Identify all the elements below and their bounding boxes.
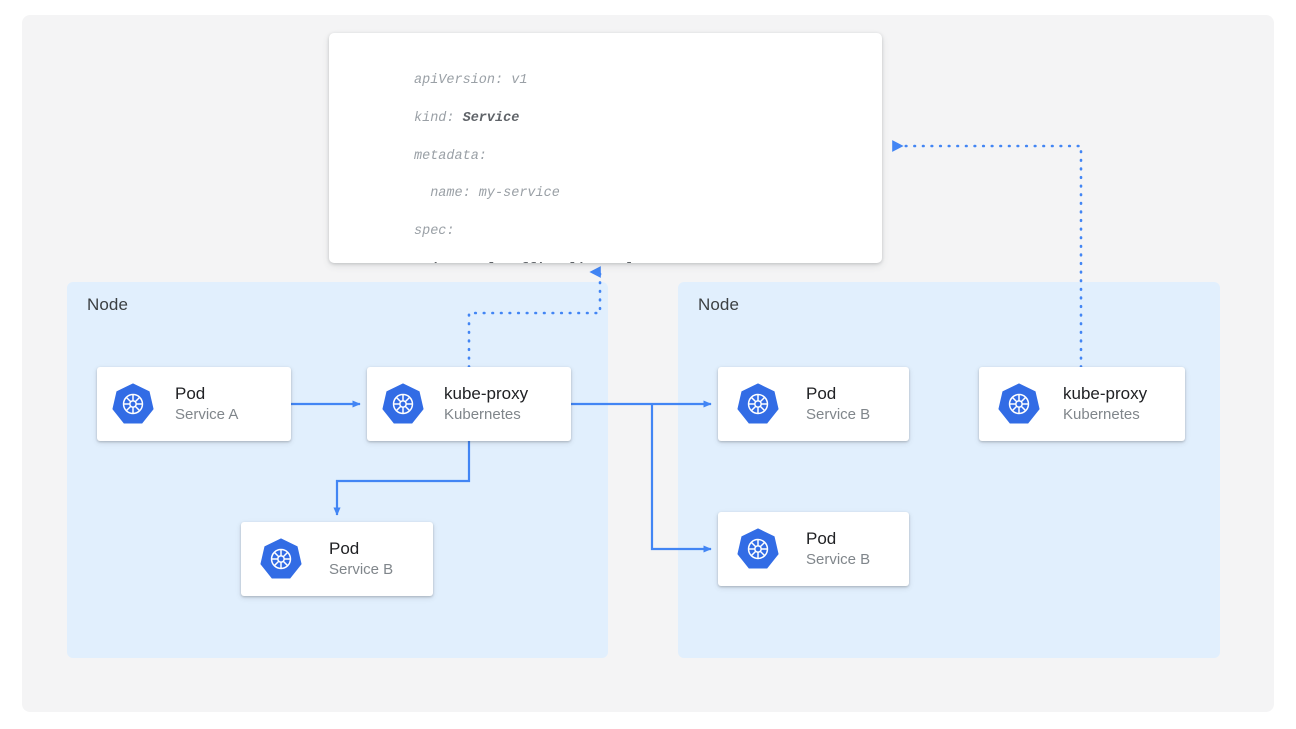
card-title: Pod (806, 529, 837, 548)
yaml-line-metadata: metadata: (414, 148, 487, 164)
kubernetes-logo-icon (382, 383, 424, 424)
node-label-left: Node (87, 295, 129, 314)
card-pod-service-b-remote-lower[interactable]: Pod Service B (718, 512, 909, 586)
kubernetes-logo-icon (737, 383, 779, 424)
kubernetes-logo-icon (998, 383, 1040, 424)
card-title: Pod (806, 384, 837, 403)
card-title: kube-proxy (1063, 384, 1148, 403)
card-title: Pod (329, 539, 360, 558)
card-subtitle: Service B (806, 406, 871, 424)
card-subtitle: Service B (806, 551, 871, 569)
card-title: kube-proxy (444, 384, 529, 403)
kubernetes-logo-icon (112, 383, 154, 424)
yaml-line-apiversion: apiVersion: v1 (414, 72, 528, 88)
card-pod-service-b-local[interactable]: Pod Service B (241, 522, 433, 596)
card-subtitle: Kubernetes (444, 406, 521, 424)
card-subtitle: Service B (329, 561, 394, 579)
card-title: Pod (175, 384, 206, 403)
card-pod-service-b-remote-upper[interactable]: Pod Service B (718, 367, 909, 441)
yaml-kind-key: kind: (414, 110, 463, 126)
service-manifest-text: apiVersion: v1 kind: Service metadata: n… (414, 53, 746, 263)
service-manifest-card: apiVersion: v1 kind: Service metadata: n… (329, 33, 882, 263)
card-subtitle: Kubernetes (1063, 406, 1140, 424)
node-panel-right: Node (678, 282, 1220, 658)
kubernetes-logo-icon (737, 528, 779, 569)
card-kube-proxy-right[interactable]: kube-proxy Kubernetes (979, 367, 1185, 441)
yaml-line-kind: kind: Service (414, 110, 746, 129)
node-label-right: Node (698, 295, 740, 314)
card-pod-service-a[interactable]: Pod Service A (97, 367, 291, 441)
node-panel-left: Node (67, 282, 608, 658)
card-subtitle: Service A (175, 406, 239, 424)
yaml-kind-value: Service (462, 110, 520, 126)
yaml-line-internaltrafficpolicy: internalTrafficPolicy: Cluster (414, 261, 746, 263)
kubernetes-logo-icon (260, 538, 302, 579)
card-kube-proxy-left[interactable]: kube-proxy Kubernetes (367, 367, 571, 441)
yaml-line-name: name: my-service (414, 186, 560, 202)
yaml-line-spec: spec: (414, 224, 455, 240)
